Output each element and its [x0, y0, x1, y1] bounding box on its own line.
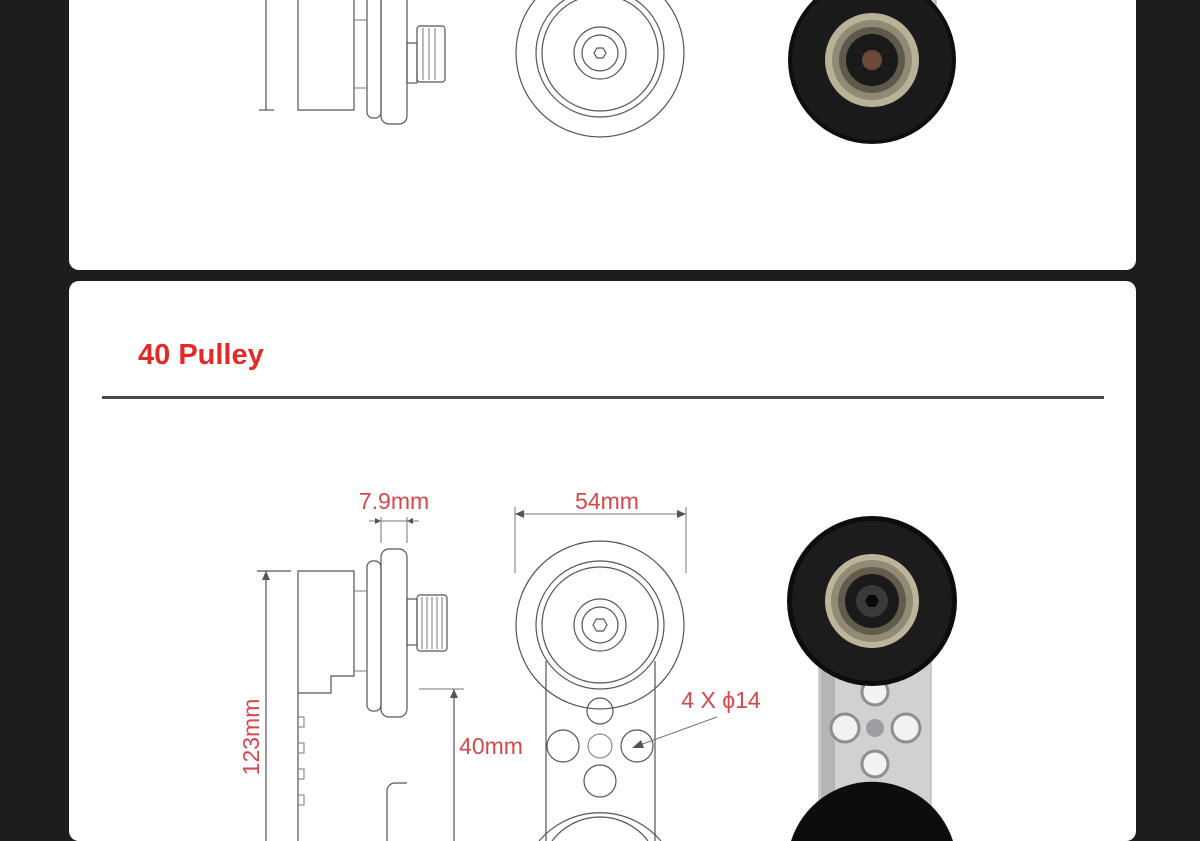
product-card-40-pulley: 40 Pulley 7.9mm 123mm — [69, 281, 1136, 841]
front-view-drawing — [515, 0, 685, 138]
pulley-technical-drawing: 7.9mm 123mm — [238, 488, 957, 841]
pulley-photo — [787, 516, 957, 841]
dim-spacing-label: 40mm — [459, 733, 523, 759]
product-card-upper — [69, 0, 1136, 270]
side-view-drawing — [259, 0, 446, 125]
pulley-photo-upper — [788, 0, 956, 144]
spacing-dimension: 40mm — [419, 688, 523, 841]
dim-thickness-label: 7.9mm — [359, 488, 429, 514]
dim-width-label: 54mm — [575, 488, 639, 514]
dim-holes-label: 4 X ϕ14 — [681, 687, 761, 713]
holes-callout: 4 X ϕ14 — [632, 687, 761, 748]
dim-height-label: 123mm — [238, 699, 264, 776]
section-title: 40 Pulley — [138, 339, 264, 371]
pulley-drawing-upper — [259, 0, 956, 144]
section-divider — [102, 396, 1104, 399]
side-view-drawing: 7.9mm 123mm — [238, 488, 448, 841]
front-view-drawing: 54mm — [514, 488, 687, 841]
